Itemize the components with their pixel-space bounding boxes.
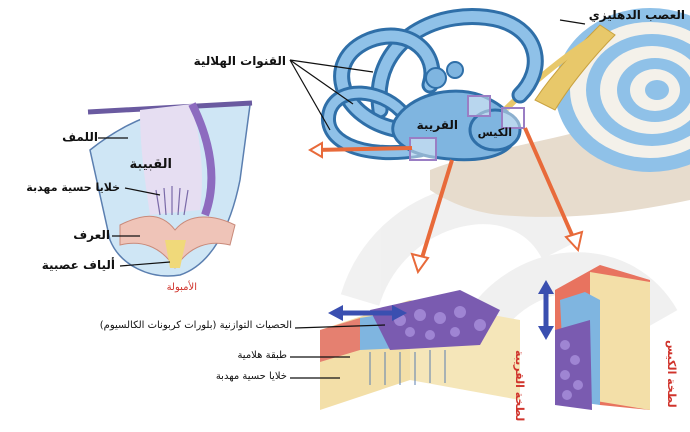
label-otoliths: الحصيات التوازنية (بلورات كربونات الكالس… xyxy=(100,321,292,331)
label-cupula: القبيبة xyxy=(130,158,173,171)
label-nerve-fibers: ألياف عصبية xyxy=(42,259,115,271)
label-vestibular-nerve: العصب الدهليزي xyxy=(589,9,685,21)
label-gel-layer: طبقة هلامية xyxy=(237,351,287,361)
inner-ear-illustration xyxy=(328,8,690,217)
label-ampulla-hair-cells: خلايا حسية مهدبة xyxy=(26,182,120,193)
utricle-macula-block xyxy=(290,290,520,410)
arrow-to-ampulla xyxy=(315,148,412,150)
label-ampulla: الأمبولة xyxy=(167,283,197,293)
label-utricle: القريبة xyxy=(417,119,458,131)
label-saccule: الكيس xyxy=(478,127,512,138)
label-macula-utricle: لطخة القريبة xyxy=(514,350,525,421)
label-crista: العرف xyxy=(73,229,110,241)
label-macula-saccule: لطخة الكيس xyxy=(666,340,677,408)
label-endolymph: اللمف xyxy=(62,131,98,143)
label-semicircular-canals: القنوات الهلالية xyxy=(194,55,286,67)
label-macula-hair-cells: خلايا حسية مهدبة xyxy=(216,372,287,382)
